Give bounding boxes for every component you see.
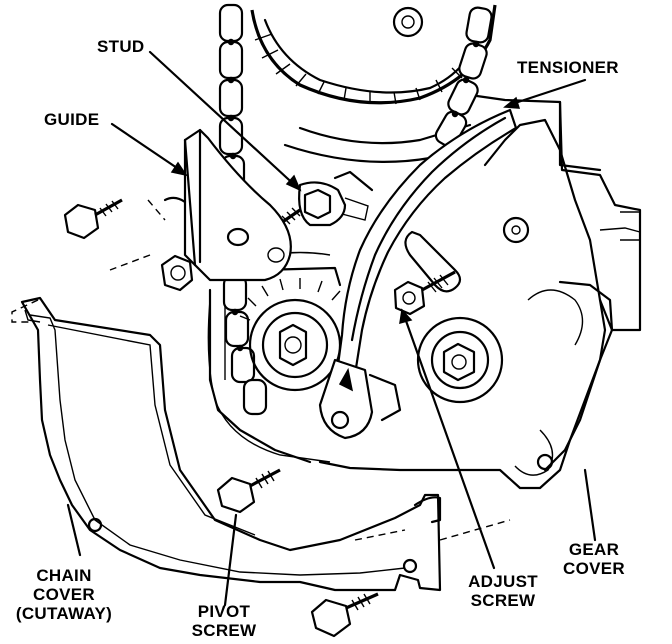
tensioner-label: TENSIONER <box>517 58 619 77</box>
gear-cover-label-line1: GEAR <box>568 540 620 559</box>
chain-cover-label-line2: COVER <box>33 585 95 604</box>
gear-cover-bolt <box>416 316 504 404</box>
chain-cover-cutaway <box>20 296 442 592</box>
pivot-screw-label-line2: SCREW <box>191 621 257 640</box>
loose-bolt-bottom <box>310 592 379 638</box>
gear-cover-label: GEAR COVER <box>554 540 634 578</box>
chain-cover-label-line3: (CUTAWAY) <box>15 604 113 623</box>
stud <box>277 170 374 227</box>
chain-guide <box>160 128 292 292</box>
adjust-screw-label: ADJUST SCREW <box>460 572 546 610</box>
stud-label: STUD <box>97 37 145 56</box>
adjust-screw <box>393 230 462 316</box>
chain-cover-label-line1: CHAIN <box>36 566 92 585</box>
pivot-bolt <box>216 468 281 514</box>
callout-leaders <box>66 50 597 607</box>
gear-cover-label-line2: COVER <box>563 559 625 578</box>
tensioner-arm <box>318 108 518 440</box>
pivot-screw-label: PIVOT SCREW <box>186 602 262 640</box>
gear-cover-housing <box>207 93 642 490</box>
adjust-screw-label-line1: ADJUST <box>468 572 538 591</box>
chain-cover-label: CHAIN COVER (CUTAWAY) <box>4 566 124 623</box>
adjust-screw-label-line2: SCREW <box>470 591 536 610</box>
guide-label: GUIDE <box>44 110 100 129</box>
loose-bolt-left <box>63 198 123 240</box>
dashed-guide-lines <box>11 199 511 541</box>
pivot-screw-label-line1: PIVOT <box>197 602 251 621</box>
